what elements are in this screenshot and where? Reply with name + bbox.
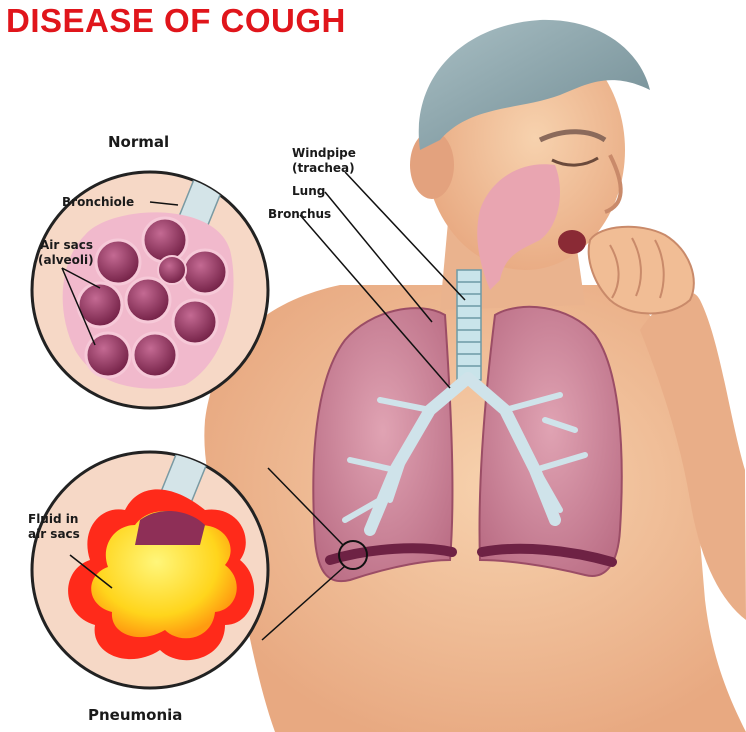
label-bronchiole: Bronchiole xyxy=(62,195,134,209)
label-air-sacs: Air sacs xyxy=(40,238,93,252)
label-lung: Lung xyxy=(292,184,325,198)
label-windpipe: Windpipe xyxy=(292,146,356,160)
pneumonia-heading: Pneumonia xyxy=(88,707,182,724)
label-bronchus: Bronchus xyxy=(268,207,331,221)
right-lung xyxy=(480,307,622,576)
label-air-sacs-fluid: air sacs xyxy=(28,527,80,541)
label-trachea: (trachea) xyxy=(292,161,355,175)
trachea xyxy=(457,270,481,380)
page-title: DISEASE OF COUGH xyxy=(6,2,346,40)
label-alveoli: (alveoli) xyxy=(38,253,94,267)
label-fluid-in: Fluid in xyxy=(28,512,78,526)
normal-heading: Normal xyxy=(108,134,169,151)
